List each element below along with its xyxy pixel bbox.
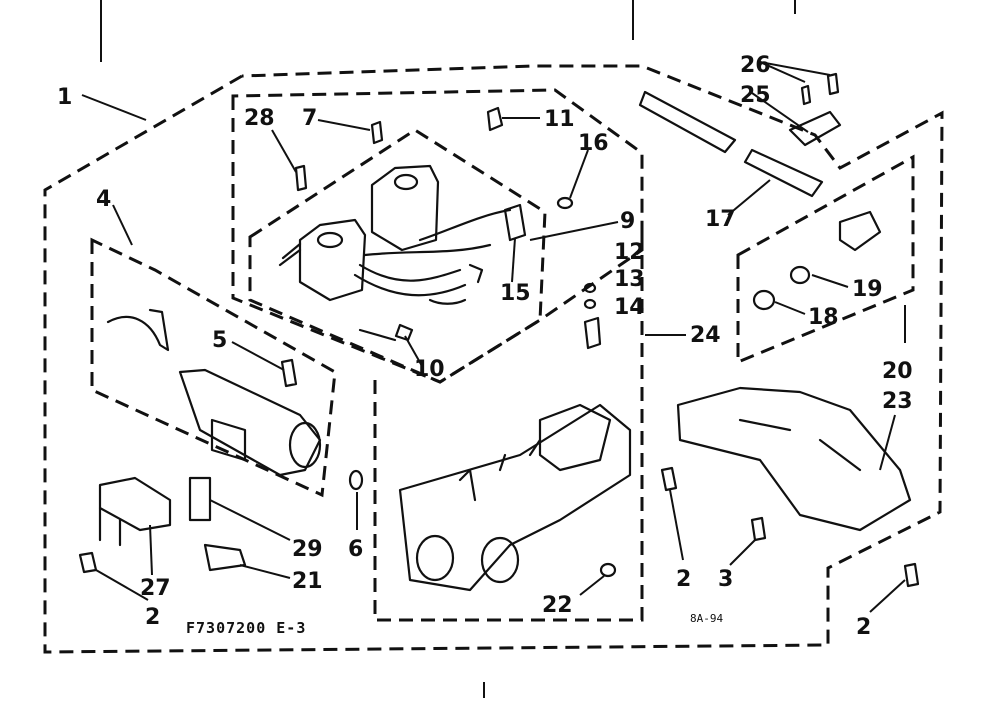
callout-14: 14 [614,295,645,320]
mounting-bracket-23 [676,386,912,532]
plate-29 [188,476,212,522]
callout-16: 16 [578,131,609,156]
small-code: 8A-94 [690,612,723,625]
screw-3 [750,516,767,542]
callout-2-right: 2 [856,615,871,640]
callout-18: 18 [808,305,839,330]
gas-valve-body [398,403,632,592]
callout-15: 15 [500,281,531,306]
callout-17: 17 [705,207,736,232]
drawing-code: F7307200 E-3 [186,619,306,637]
leader-lines [81,61,906,613]
callout-29: 29 [292,537,323,562]
callout-10: 10 [414,357,445,382]
wire-connector [503,203,527,242]
plug-22 [599,562,617,578]
callout-3: 3 [718,567,733,592]
screw-28 [294,164,308,192]
callout-28: 28 [244,106,275,131]
callout-25: 25 [740,83,771,108]
callout-26: 26 [740,53,771,78]
tube-17 [638,90,824,198]
screw-2-center [660,466,678,492]
callout-4: 4 [96,187,111,212]
callout-9: 9 [620,209,635,234]
callout-24: 24 [690,323,721,348]
bracket-10 [358,323,414,342]
pin-14 [583,316,602,350]
screw-2-left [78,551,98,574]
valve-coil-right [370,164,440,252]
callout-22: 22 [542,593,573,618]
clip-11 [486,106,504,132]
callout-21: 21 [292,569,323,594]
clamp-25 [788,110,842,147]
callout-11: 11 [544,107,575,132]
coil-inner-boundary [248,128,547,384]
callout-23: 23 [882,389,913,414]
callout-27: 27 [140,576,171,601]
callout-20: 20 [882,359,913,384]
callout-7: 7 [302,106,317,131]
washer-18 [752,289,776,311]
sensor [838,210,882,252]
callout-2-center: 2 [676,567,691,592]
callout-5: 5 [212,328,227,353]
nut-16 [556,196,574,210]
igniter [106,308,322,477]
igniter-subassembly-boundary [90,237,337,498]
wiring-harness [353,208,512,305]
valve-body-boundary [373,225,644,622]
valve-coil-left [278,218,367,302]
callout-13: 13 [614,267,645,292]
washer-13 [583,298,597,310]
screw-26b [826,72,840,96]
callout-6: 6 [348,537,363,562]
callout-2-left: 2 [145,605,160,630]
screw-26a [800,84,812,106]
screw-5 [280,358,298,388]
mounting-bracket-27 [98,476,172,547]
spacer-21 [203,543,247,572]
nut-19 [789,265,811,285]
screw-7 [370,120,384,145]
callout-19: 19 [852,277,883,302]
callout-12: 12 [614,240,645,265]
assembly-boundary [43,64,944,654]
callout-1: 1 [57,85,72,110]
washer-12 [583,282,597,294]
screw-2-right [903,562,920,588]
grommet-6 [348,469,364,491]
sensor-subassembly-boundary [736,154,915,365]
